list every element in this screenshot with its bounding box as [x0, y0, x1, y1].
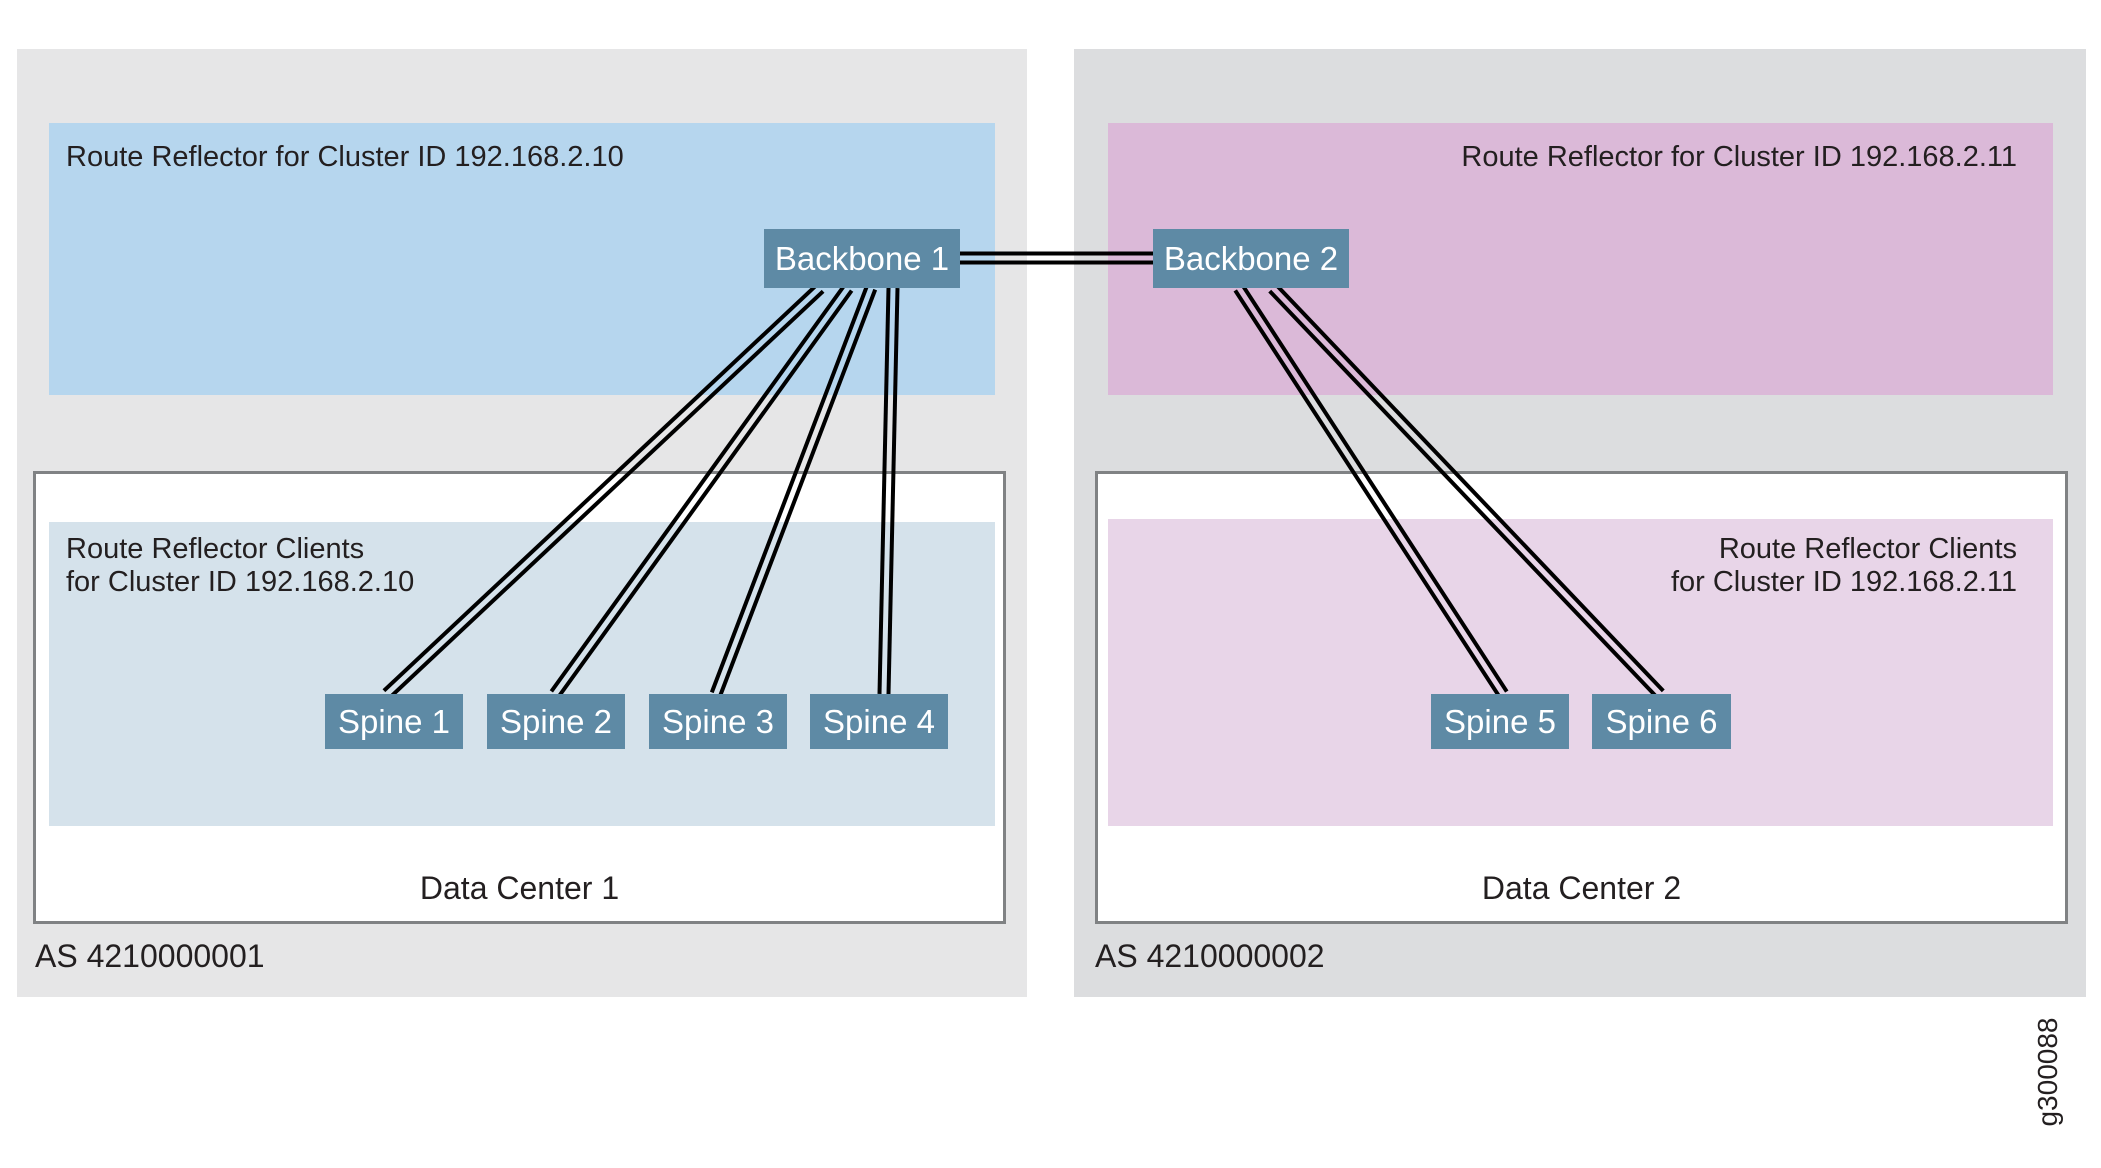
data-center-label-1: Data Center 1 [419, 870, 620, 906]
as-label-1: AS 4210000001 [35, 938, 265, 974]
route-reflector-label-1: Route Reflector for Cluster ID 192.168.2… [66, 141, 624, 173]
backbone-2-node[interactable]: Backbone 2 [1153, 229, 1349, 288]
data-center-label-2: Data Center 2 [1481, 870, 1682, 906]
spine-6-node[interactable]: Spine 6 [1592, 694, 1731, 749]
spine-1-node[interactable]: Spine 1 [325, 694, 463, 749]
spine-3-node[interactable]: Spine 3 [649, 694, 787, 749]
clients-label-2-line1: Route Reflector Clients [1718, 533, 2017, 565]
spine-2-node[interactable]: Spine 2 [487, 694, 625, 749]
figure-id: g300088 [2032, 1017, 2063, 1127]
backbone-1-node[interactable]: Backbone 1 [764, 229, 960, 288]
clients-label-1-line2: for Cluster ID 192.168.2.10 [66, 566, 415, 598]
clients-label-2-line2: for Cluster ID 192.168.2.11 [1670, 566, 2017, 598]
clients-label-1-line1: Route Reflector Clients [66, 533, 365, 565]
clients-label-1: Route Reflector Clients for Cluster ID 1… [66, 533, 414, 599]
clients-label-2: Route Reflector Clients for Cluster ID 1… [1500, 533, 2017, 599]
route-reflector-label-2: Route Reflector for Cluster ID 192.168.2… [1461, 141, 2017, 173]
spine-5-node[interactable]: Spine 5 [1431, 694, 1569, 749]
spine-4-node[interactable]: Spine 4 [810, 694, 948, 749]
as-label-2: AS 4210000002 [1095, 938, 1325, 974]
